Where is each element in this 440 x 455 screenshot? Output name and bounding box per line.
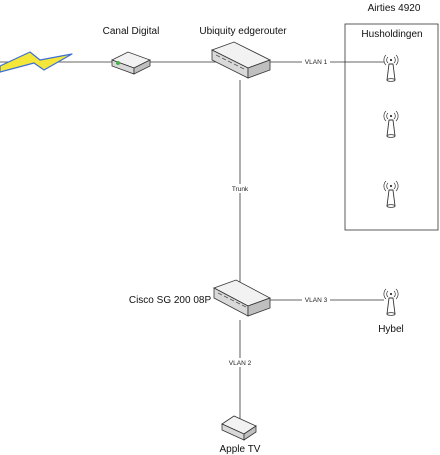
lightning-icon	[0, 51, 73, 73]
airties-title: Airties 4920	[368, 3, 421, 14]
wireless-access-point-icon	[383, 110, 399, 138]
svg-text:VLAN 1: VLAN 1	[305, 59, 328, 66]
set-top-box-icon	[221, 415, 257, 441]
household-group-box	[344, 23, 439, 231]
svg-text:VLAN 3: VLAN 3	[305, 297, 328, 304]
svg-text:VLAN 2: VLAN 2	[229, 360, 252, 367]
wireless-access-point-icon	[383, 288, 399, 316]
isp-label: Canal Digital	[103, 26, 160, 37]
svg-text:Trunk: Trunk	[232, 186, 249, 193]
router-icon	[210, 41, 272, 79]
modem-icon	[110, 51, 152, 75]
vlan1-label: VLAN 1	[302, 57, 330, 66]
wireless-access-point-icon	[383, 180, 399, 208]
appletv-label: Apple TV	[220, 444, 261, 455]
vlan3-label: VLAN 3	[302, 295, 330, 304]
trunk-label: Trunk	[229, 184, 251, 193]
hybel-label: Hybel	[378, 324, 404, 335]
router-label: Ubiquity edgerouter	[199, 26, 287, 37]
vlan2-label: VLAN 2	[226, 358, 254, 367]
switch-icon	[213, 279, 271, 317]
wireless-access-point-icon	[383, 54, 399, 82]
switch-label: Cisco SG 200 08P	[129, 295, 212, 306]
household-label: Husholdingen	[361, 29, 422, 40]
